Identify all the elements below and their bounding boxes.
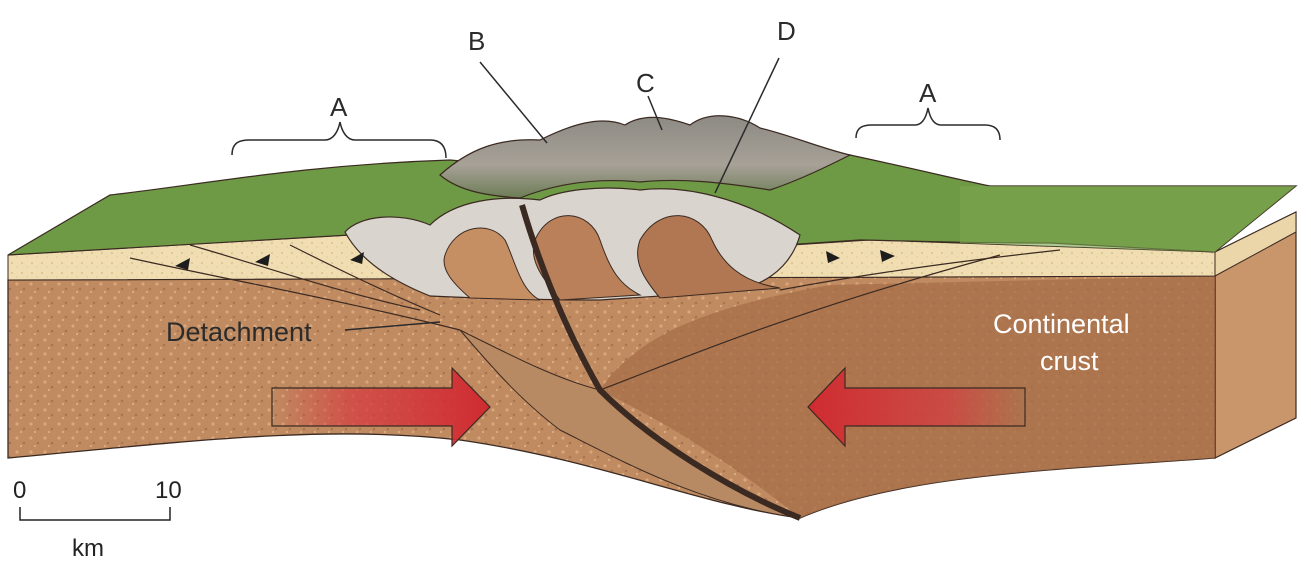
grass-highlight — [960, 186, 1296, 252]
label-crust-line1: Continental — [993, 309, 1130, 339]
thrust-line-1 — [129, 257, 461, 331]
bracket-a-left — [231, 121, 447, 159]
label-crust-line2: crust — [1040, 346, 1099, 376]
fold-brown-right — [637, 215, 781, 299]
leader-c — [647, 95, 663, 131]
label-a-right: A — [919, 78, 937, 108]
leader-detachment — [344, 321, 441, 331]
scale-bar: 0 10 km — [13, 477, 182, 562]
motion-arrows — [175, 250, 895, 270]
thrust-line-5 — [779, 249, 1061, 291]
scale-max-label: 10 — [155, 477, 182, 504]
thrust-line-3 — [289, 244, 441, 316]
fold-brown-left — [443, 227, 541, 301]
fold-brown-center — [533, 215, 642, 301]
compression-arrow-right — [807, 366, 1026, 448]
label-a-left: A — [330, 92, 348, 122]
leader-d — [714, 57, 780, 194]
bracket-a-right — [855, 107, 1001, 141]
thrust-line-2 — [189, 244, 421, 311]
label-b: B — [468, 26, 485, 56]
label-d: D — [777, 16, 796, 46]
label-detachment: Detachment — [166, 317, 312, 347]
leader-b — [479, 61, 548, 144]
scale-unit-label: km — [72, 535, 104, 562]
scale-min-label: 0 — [13, 477, 26, 504]
thrust-line-4 — [599, 254, 1001, 391]
mountain-range — [439, 115, 852, 199]
label-c: C — [636, 68, 655, 98]
compression-arrow-left — [271, 366, 491, 448]
